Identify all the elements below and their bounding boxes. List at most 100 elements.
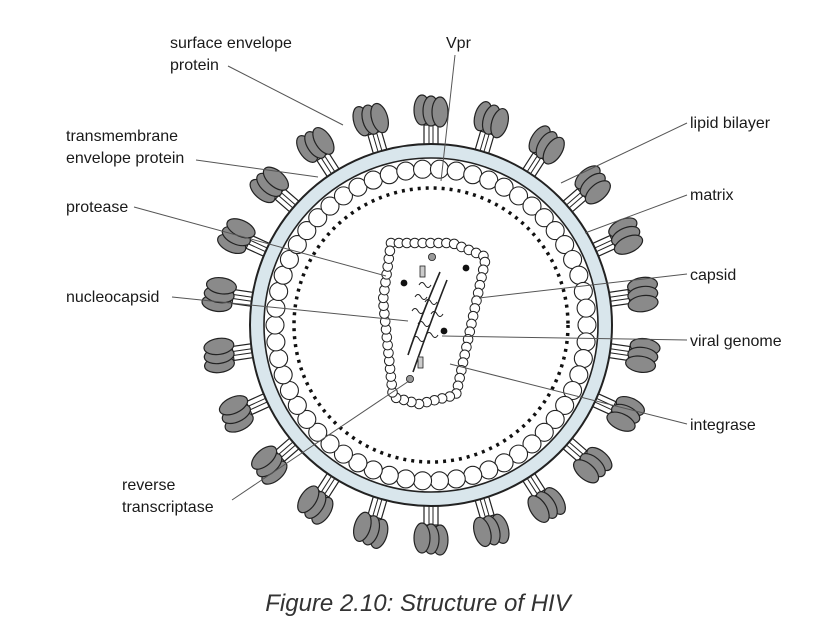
matrix-protein [555, 395, 575, 415]
surface-protein-lobe [431, 96, 449, 128]
stalk-line [376, 498, 383, 518]
envelope-spike [352, 102, 389, 156]
matrix-protein [320, 434, 340, 454]
protease-dot [440, 327, 448, 335]
transmembrane-stalk [423, 124, 439, 146]
vpr-dotted-ring [292, 186, 570, 464]
surface-protein-lobe [203, 337, 235, 356]
matrix-protein-ring [265, 159, 597, 491]
stalk-line [249, 401, 269, 411]
matrix-protein [545, 221, 565, 241]
matrix-protein [508, 186, 529, 206]
label-surface-envelope-protein: surface envelope protein [170, 35, 296, 74]
surface-protein-lobe [205, 276, 237, 295]
matrix-protein [522, 196, 542, 216]
stalk-line [249, 239, 269, 249]
label-vpr: Vpr [446, 35, 472, 52]
matrix-protein [555, 235, 575, 255]
stalk-line [280, 192, 297, 206]
envelope-spike [218, 392, 271, 433]
matrix-protein [348, 453, 368, 473]
leader-transmembrane [195, 159, 319, 178]
stalk-line [372, 497, 379, 517]
envelope-spike [473, 494, 510, 548]
envelope-spike [249, 166, 301, 214]
envelope-spike [413, 504, 449, 556]
matrix-protein [379, 165, 399, 185]
stalk-line [568, 440, 584, 455]
surface-protein-lobe [606, 411, 636, 432]
stalk-line [233, 294, 254, 298]
matrix-protein [308, 208, 328, 228]
matrix-protein [545, 409, 565, 429]
surface-protein-lobe [297, 485, 320, 514]
leader-nucleocapsid [171, 296, 409, 322]
matrix-protein [534, 422, 554, 442]
matrix-protein [269, 348, 289, 369]
surface-protein-lobe [370, 102, 389, 134]
matrix-protein [446, 469, 466, 489]
surface-protein-lobe [218, 395, 249, 416]
matrix-protein [265, 315, 285, 335]
envelope-spike [203, 337, 255, 374]
matrix-protein [573, 348, 593, 369]
matrix-protein [287, 395, 307, 415]
surface-protein-lobe [262, 166, 290, 191]
stalk-line [324, 155, 336, 173]
matrix-protein [576, 298, 596, 318]
stalk-line [565, 192, 582, 206]
surface-protein-lobe [625, 355, 657, 374]
surface-protein-lobe [251, 445, 278, 470]
stalk-line [483, 497, 490, 517]
matrix-protein [308, 422, 328, 442]
matrix-protein [273, 365, 293, 385]
envelope-spike [607, 337, 661, 374]
envelope-spike [413, 94, 449, 146]
surface-protein-lobe [613, 234, 644, 255]
matrix-protein [297, 409, 317, 429]
leader-lines [133, 54, 688, 501]
label-reverse-transcriptase: reverse transcriptase [122, 477, 214, 516]
stalk-line [609, 298, 630, 302]
matrix-protein [379, 465, 399, 485]
stalk-line [320, 475, 333, 493]
surface-spikes [201, 94, 661, 556]
matrix-protein [363, 170, 383, 190]
matrix-protein [396, 161, 416, 181]
labels: surface envelope protein Vpr transmembra… [66, 35, 782, 516]
leader-surface-envelope-protein [227, 65, 344, 126]
matrix-protein [429, 471, 449, 491]
envelope-spike [591, 217, 644, 258]
matrix-protein [508, 444, 529, 464]
leader-lipid-bilayer [560, 122, 688, 184]
surface-protein-lobe [572, 459, 600, 484]
surface-protein-lobe [527, 495, 550, 523]
nucleocapsid-coil [411, 308, 425, 314]
matrix-protein [479, 460, 499, 480]
matrix-protein [333, 186, 354, 206]
envelope-spike [607, 276, 659, 313]
stalk-line [595, 243, 614, 253]
stalk-line [372, 133, 379, 153]
matrix-protein [522, 434, 542, 454]
matrix-protein [563, 380, 583, 401]
label-lipid-bilayer: lipid bilayer [690, 115, 771, 132]
matrix-protein [266, 332, 286, 352]
surface-protein-lobe [312, 127, 335, 155]
leader-reverse-transcriptase [231, 380, 410, 501]
label-integrase: integrase [690, 417, 756, 434]
stalk-line [233, 352, 254, 356]
leader-protease [133, 206, 387, 277]
label-transmembrane-envelope-protein: transmembrane envelope protein [66, 128, 184, 167]
protease-dot [462, 264, 470, 272]
nucleocapsid-coil [425, 332, 439, 338]
capsid-interior [400, 252, 470, 383]
matrix-protein [320, 196, 340, 216]
matrix-protein [396, 469, 416, 489]
matrix-protein [569, 265, 589, 285]
stalk-line [320, 157, 333, 175]
matrix-protein [534, 208, 554, 228]
nucleocapsid-coil [418, 282, 432, 288]
nucleocapsid-coil [424, 299, 438, 305]
nucleocapsid-coil [414, 294, 428, 300]
